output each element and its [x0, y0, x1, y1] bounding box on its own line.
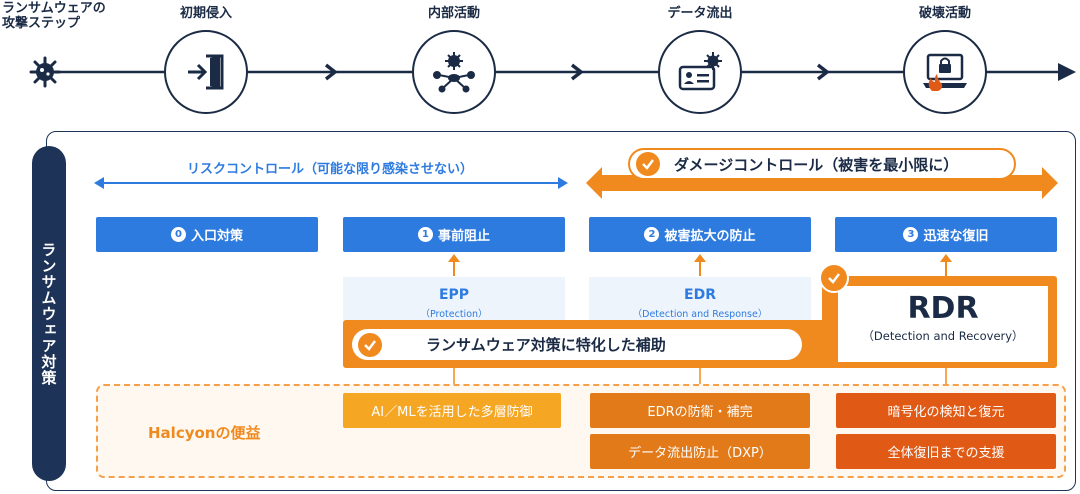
- virus-network-icon: [433, 52, 475, 93]
- door-enter-icon: [188, 54, 224, 90]
- check-icon: [819, 263, 849, 293]
- id-card-virus-icon: [678, 52, 722, 91]
- risk-control-label: リスクコントロール（可能な限り感染させない）: [186, 162, 473, 177]
- section-label: ランサムウェア対策: [32, 146, 66, 481]
- banner-pill: ランサムウェア対策に特化した補助: [352, 329, 802, 360]
- product-epp-sub: （Protection）: [420, 309, 488, 320]
- product-rdr-sub: （Detection and Recovery）: [862, 329, 1024, 343]
- chevron-right-icon: [570, 63, 584, 81]
- step-circle-initial-intrusion: [164, 30, 248, 114]
- product-edr: EDR （Detection and Response）: [589, 277, 811, 325]
- damage-control-pill: ダメージコントロール（被害を最小限に）: [628, 148, 1016, 180]
- step-label-destruction: 破壊活動: [918, 6, 971, 21]
- banner-label: ランサムウェア対策に特化した補助: [426, 336, 666, 354]
- benefit-full-recovery: 全体復旧までの支援: [836, 434, 1056, 469]
- arrow-up-icon: [448, 254, 460, 276]
- step-label-data-exfiltration: データ流出: [667, 6, 733, 21]
- product-epp: EPP （Protection）: [343, 277, 565, 325]
- benefit-encryption-detect: 暗号化の検知と復元: [836, 393, 1056, 428]
- step-circle-destruction: [903, 30, 987, 114]
- product-epp-name: EPP: [438, 287, 470, 303]
- benefit-dxp: データ流出防止（DXP）: [590, 434, 810, 469]
- step-label-internal-activity: 内部活動: [427, 6, 480, 21]
- benefit-edr-complement: EDRの防衛・補完: [590, 393, 810, 428]
- benefit-multilayer-defense: AI／MLを活用した多層防御: [343, 393, 561, 428]
- laptop-lock-fire-icon: [923, 53, 967, 91]
- halcyon-label: Halcyonの便益: [148, 424, 261, 442]
- product-edr-sub: （Detection and Response）: [632, 309, 768, 320]
- virus-icon: [29, 56, 61, 88]
- check-icon: [636, 152, 660, 176]
- step-label-initial-intrusion: 初期侵入: [179, 6, 232, 21]
- damage-control-label: ダメージコントロール（被害を最小限に）: [674, 155, 959, 174]
- check-icon: [358, 332, 382, 357]
- arrow-up-icon: [940, 254, 952, 276]
- product-rdr: RDR （Detection and Recovery）: [838, 286, 1048, 362]
- product-rdr-name: RDR: [907, 291, 979, 326]
- step-circle-internal-activity: [412, 30, 496, 114]
- chevron-right-icon: [324, 63, 338, 81]
- chevron-right-icon: [816, 63, 830, 81]
- risk-control-arrow: [94, 177, 568, 189]
- arrow-up-icon: [694, 254, 706, 276]
- step-circle-data-exfiltration: [658, 30, 742, 114]
- flow-title: ランサムウェアの 攻撃ステップ: [2, 1, 106, 31]
- product-edr-name: EDR: [684, 287, 716, 303]
